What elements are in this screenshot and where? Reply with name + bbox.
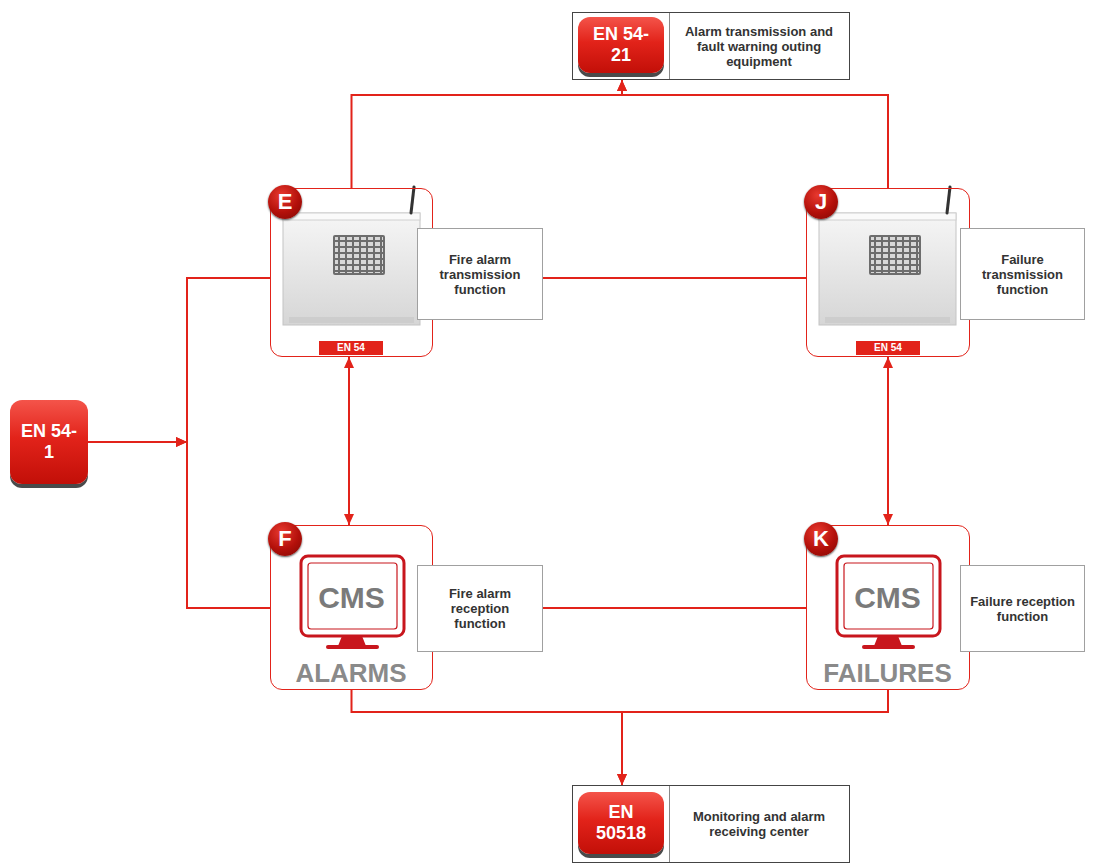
- connector: [352, 690, 628, 785]
- connector: [344, 357, 354, 525]
- box-description: Alarm transmission and fault warning out…: [684, 24, 834, 69]
- function-name: Failure reception function: [967, 594, 1078, 624]
- callout-letter: E: [268, 185, 302, 219]
- function-name: Fire alarm reception function: [424, 586, 536, 631]
- standard-tag: EN 54: [856, 341, 920, 355]
- transmitter-device: [283, 187, 420, 325]
- connector: [617, 80, 888, 188]
- callout-letter: F: [268, 522, 302, 556]
- connector: [883, 357, 893, 525]
- box-description: Monitoring and alarm receiving center: [684, 809, 834, 839]
- standard-box: Alarm transmission and fault warning out…: [572, 12, 850, 80]
- connector-line: [352, 690, 623, 785]
- callout-letter: K: [804, 522, 838, 556]
- standard-badge: EN 54-21: [578, 17, 664, 73]
- arrow-head: [883, 357, 893, 368]
- connector-line: [348, 357, 350, 525]
- connector: [543, 278, 806, 279]
- standard-code: EN 54-21: [590, 24, 652, 66]
- arrow-head: [176, 437, 187, 447]
- callout-letter: J: [804, 185, 838, 219]
- transmitter-device: [819, 187, 956, 325]
- function-box: Failure transmission function: [960, 228, 1085, 320]
- arrow-head: [344, 514, 354, 525]
- connector-line: [887, 357, 889, 525]
- arrow-head: [883, 514, 893, 525]
- function-name: Failure transmission function: [967, 252, 1078, 297]
- function-name: Fire alarm transmission function: [424, 252, 536, 297]
- standard-badge: EN 54-1: [10, 400, 88, 484]
- cms-caption: ALARMS: [271, 659, 431, 687]
- arrow-head: [344, 357, 354, 368]
- connector-line: [622, 690, 888, 785]
- standard-tag: EN 54: [319, 341, 383, 355]
- connector: [88, 437, 270, 608]
- connector: [88, 278, 270, 447]
- arrow-head: [176, 437, 187, 447]
- standard-code: EN 54-1: [18, 421, 80, 463]
- cms-card: F CMS ALARMS: [270, 525, 433, 690]
- standard-box: Monitoring and alarm receiving center EN …: [572, 785, 850, 863]
- cms-caption: FAILURES: [807, 659, 968, 687]
- device-card: J EN 54: [806, 188, 970, 357]
- standard-code: EN 50518: [590, 802, 652, 844]
- standard-badge: EN 50518: [578, 792, 664, 854]
- connector-line: [88, 442, 270, 608]
- connector: [617, 690, 888, 785]
- connector: [352, 80, 628, 188]
- device-card: E EN 54: [270, 188, 433, 357]
- monitor-text: CMS: [835, 581, 940, 615]
- arrow-head: [617, 774, 627, 785]
- arrow-head: [617, 80, 627, 91]
- arrow-head: [617, 774, 627, 785]
- connector-line: [622, 80, 888, 188]
- monitor-text: CMS: [299, 581, 404, 615]
- connector-line: [543, 277, 806, 279]
- function-box: Failure reception function: [960, 565, 1085, 652]
- connector: [543, 608, 806, 609]
- connector-line: [88, 278, 270, 442]
- function-box: Fire alarm reception function: [417, 565, 543, 652]
- connector-line: [543, 607, 806, 609]
- arrow-head: [617, 80, 627, 91]
- connector-line: [352, 80, 623, 188]
- function-box: Fire alarm transmission function: [417, 228, 543, 320]
- cms-card: K CMS FAILURES: [806, 525, 970, 690]
